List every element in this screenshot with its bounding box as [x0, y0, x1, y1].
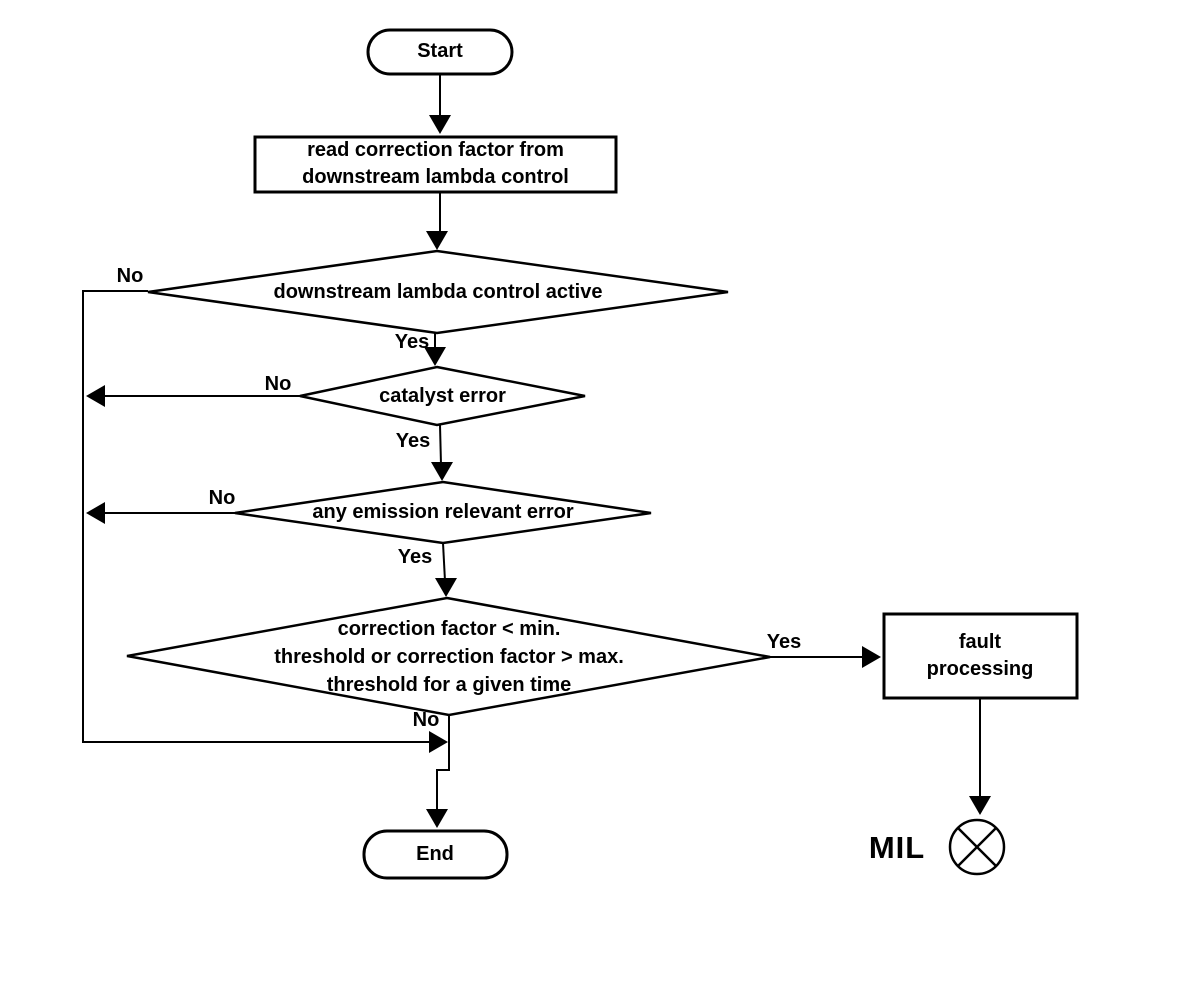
- catalyst-error-no-label: No: [264, 373, 292, 395]
- catalyst-error-decision-shape: [299, 365, 586, 427]
- edge-lambda-no-return: [82, 290, 431, 743]
- emission-error-no-label: No: [208, 487, 236, 509]
- emission-error-yes-label: Yes: [397, 546, 433, 568]
- arrowhead-return-junction-right: [429, 731, 448, 753]
- edge-threshold-no-to-end: [436, 715, 450, 812]
- fault-processing-process-label: fault processing: [926, 631, 1034, 680]
- end-terminal-shape: [362, 829, 509, 880]
- lambda-active-yes-label: Yes: [394, 331, 430, 353]
- start-terminal-label: Start: [417, 40, 463, 62]
- arrowhead-into-mil: [969, 796, 991, 815]
- catalyst-error-decision-label: catalyst error: [379, 384, 506, 407]
- lambda-active-decision-label: downstream lambda control active: [273, 280, 603, 303]
- mil-label: MIL: [868, 829, 926, 865]
- edge-emission-yes-to-threshold: [442, 542, 446, 582]
- emission-error-decision-label: any emission relevant error: [312, 500, 574, 523]
- mil-lamp-cross-line-2: [957, 827, 997, 867]
- threshold-check-yes-label: Yes: [766, 631, 802, 653]
- start-terminal-shape: [366, 28, 514, 76]
- arrowhead-into-read: [429, 115, 451, 134]
- arrowhead-into-threshold: [435, 578, 457, 597]
- catalyst-error-yes-label: Yes: [395, 430, 431, 452]
- lambda-active-decision-shape: [147, 249, 729, 335]
- arrowhead-emission-no-left: [86, 502, 105, 524]
- arrowhead-catalyst-no-left: [86, 385, 105, 407]
- mil-lamp-icon: [948, 818, 1006, 876]
- arrowhead-into-end: [426, 809, 448, 828]
- arrowhead-into-fault: [862, 646, 881, 668]
- read-correction-process-shape: [253, 135, 618, 194]
- arrowhead-into-lambda-active: [426, 231, 448, 250]
- read-correction-process-label: read correction factor from downstream l…: [302, 139, 569, 188]
- threshold-check-decision-shape: [126, 596, 771, 717]
- arrowhead-into-emission: [431, 462, 453, 481]
- arrowhead-into-catalyst: [424, 347, 446, 366]
- edge-catalyst-yes-to-emission: [439, 424, 442, 466]
- emission-error-decision-shape: [234, 480, 652, 545]
- threshold-check-decision-label: correction factor < min. threshold or co…: [274, 618, 624, 696]
- lambda-active-no-label: No: [116, 265, 144, 287]
- threshold-check-no-label: No: [412, 709, 440, 731]
- end-terminal-label: End: [416, 842, 454, 865]
- fault-processing-process-shape: [882, 612, 1079, 700]
